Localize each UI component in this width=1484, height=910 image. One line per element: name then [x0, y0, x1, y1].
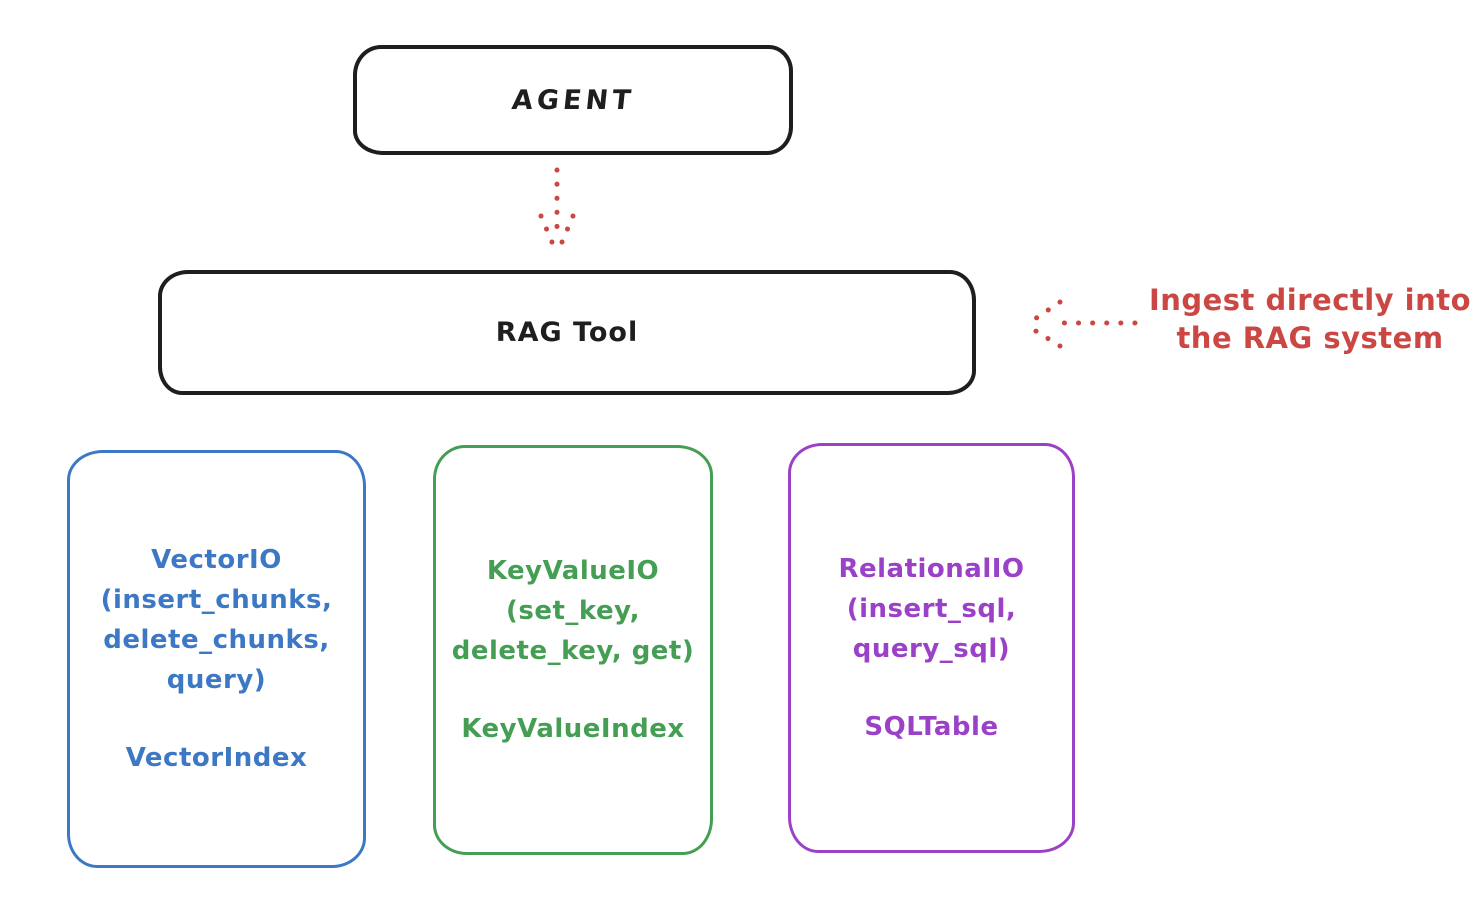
rag-tool-node: RAG Tool	[158, 270, 976, 395]
relational-io-title: RelationalIO	[838, 554, 1025, 584]
ingest-annotation-line1: Ingest directly into	[1148, 283, 1472, 317]
vector-io-card: VectorIO (insert_chunks, delete_chunks, …	[67, 450, 366, 868]
vector-io-methods-line3: query)	[166, 665, 267, 695]
arrow-ingest-to-ragtool-icon	[1023, 299, 1138, 349]
relational-io-methods-line1: (insert_sql,	[846, 594, 1017, 624]
arrow-left-lower-wing	[1023, 322, 1063, 349]
keyvalue-index-label: KeyValueIndex	[461, 714, 685, 744]
vector-io-methods-line2: delete_chunks,	[103, 625, 330, 655]
sql-table-label: SQLTable	[864, 712, 999, 742]
rag-tool-node-label: RAG Tool	[495, 317, 639, 348]
ingest-annotation-line2: the RAG system	[1176, 321, 1444, 355]
keyvalue-io-title: KeyValueIO	[486, 556, 660, 586]
agent-node-label: AGENT	[510, 84, 636, 116]
arrow-down-right-wing	[554, 213, 576, 257]
agent-node: AGENT	[353, 45, 793, 155]
ingest-annotation: Ingest directly into the RAG system	[1140, 281, 1480, 357]
arrow-agent-to-ragtool-icon	[538, 167, 576, 257]
vector-index-label: VectorIndex	[125, 743, 308, 773]
keyvalue-io-card: KeyValueIO (set_key, delete_key, get) Ke…	[433, 445, 713, 855]
keyvalue-io-methods-line1: (set_key,	[506, 596, 640, 626]
relational-io-methods-line2: query_sql)	[852, 634, 1011, 664]
arrow-left-upper-wing	[1023, 299, 1063, 328]
vector-io-title: VectorIO	[151, 545, 282, 575]
keyvalue-io-methods-line2: delete_key, get)	[451, 636, 695, 666]
relational-io-card: RelationalIO (insert_sql, query_sql) SQL…	[788, 443, 1075, 853]
vector-io-methods-line1: (insert_chunks,	[100, 585, 333, 615]
arrow-down-left-wing	[538, 213, 560, 257]
